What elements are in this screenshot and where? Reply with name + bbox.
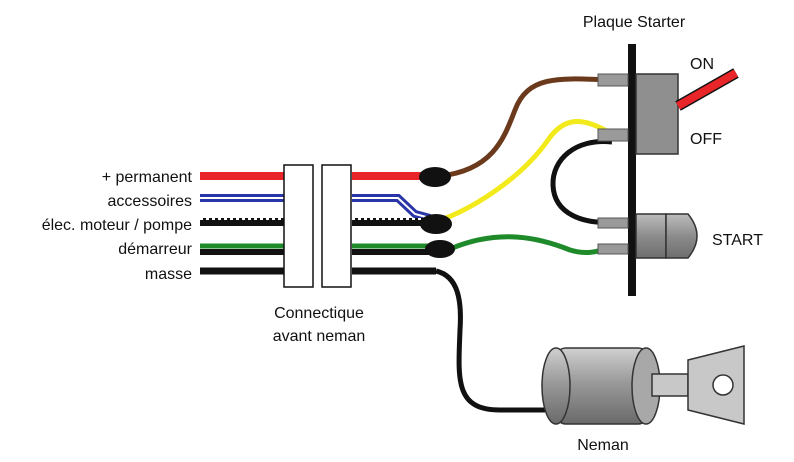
start-button[interactable]: START (597, 213, 763, 259)
start-terminal-top (597, 217, 629, 229)
left-wires (200, 170, 284, 275)
connector-label-line2: avant neman (273, 328, 366, 345)
wire-brown (439, 76, 611, 179)
starter-plate (628, 44, 636, 296)
connector-block-left (283, 164, 314, 288)
crimp-demarreur (425, 240, 455, 258)
switch-on-label: ON (690, 56, 714, 73)
key-shaft (651, 373, 689, 397)
wire-labels: + permanent accessoires élec. moteur / p… (42, 169, 193, 283)
on-off-switch[interactable]: ON OFF (597, 56, 739, 155)
start-label: START (712, 232, 763, 249)
connector: Connectique avant neman (273, 164, 366, 345)
wire-yellow (437, 119, 612, 224)
wire-label-permanent: + permanent (102, 169, 193, 186)
wire-green (449, 234, 613, 255)
crimp-elec (420, 214, 452, 234)
wire-masse-neman (435, 268, 545, 413)
switch-terminal-on (597, 73, 629, 87)
plate-title: Plaque Starter (583, 14, 686, 31)
crimp-permanent (419, 167, 451, 187)
start-button-cap[interactable] (665, 213, 698, 259)
connector-label-line1: Connectique (274, 305, 364, 322)
switch-off-label: OFF (690, 131, 722, 148)
wire-label-elec-moteur: élec. moteur / pompe (42, 217, 192, 234)
start-button-body (635, 213, 667, 259)
neman-label: Neman (577, 437, 629, 454)
wire-label-accessoires: accessoires (108, 193, 192, 210)
wire-label-masse: masse (145, 266, 192, 283)
switch-body (635, 73, 679, 155)
wire-label-demarreur: démarreur (118, 241, 192, 258)
key-hole-icon (712, 374, 734, 396)
neman-back (541, 347, 571, 425)
crimp-connectors (419, 167, 455, 258)
switch-lever[interactable] (676, 69, 738, 110)
start-terminal-bottom (597, 243, 629, 255)
right-wires (352, 170, 436, 275)
wire-black-loop (550, 139, 613, 225)
wire-accessoires-right-core (352, 197, 431, 219)
neman-key-switch[interactable]: Neman (541, 345, 745, 454)
switch-terminal-off (597, 128, 629, 142)
connector-block-right (321, 164, 352, 288)
